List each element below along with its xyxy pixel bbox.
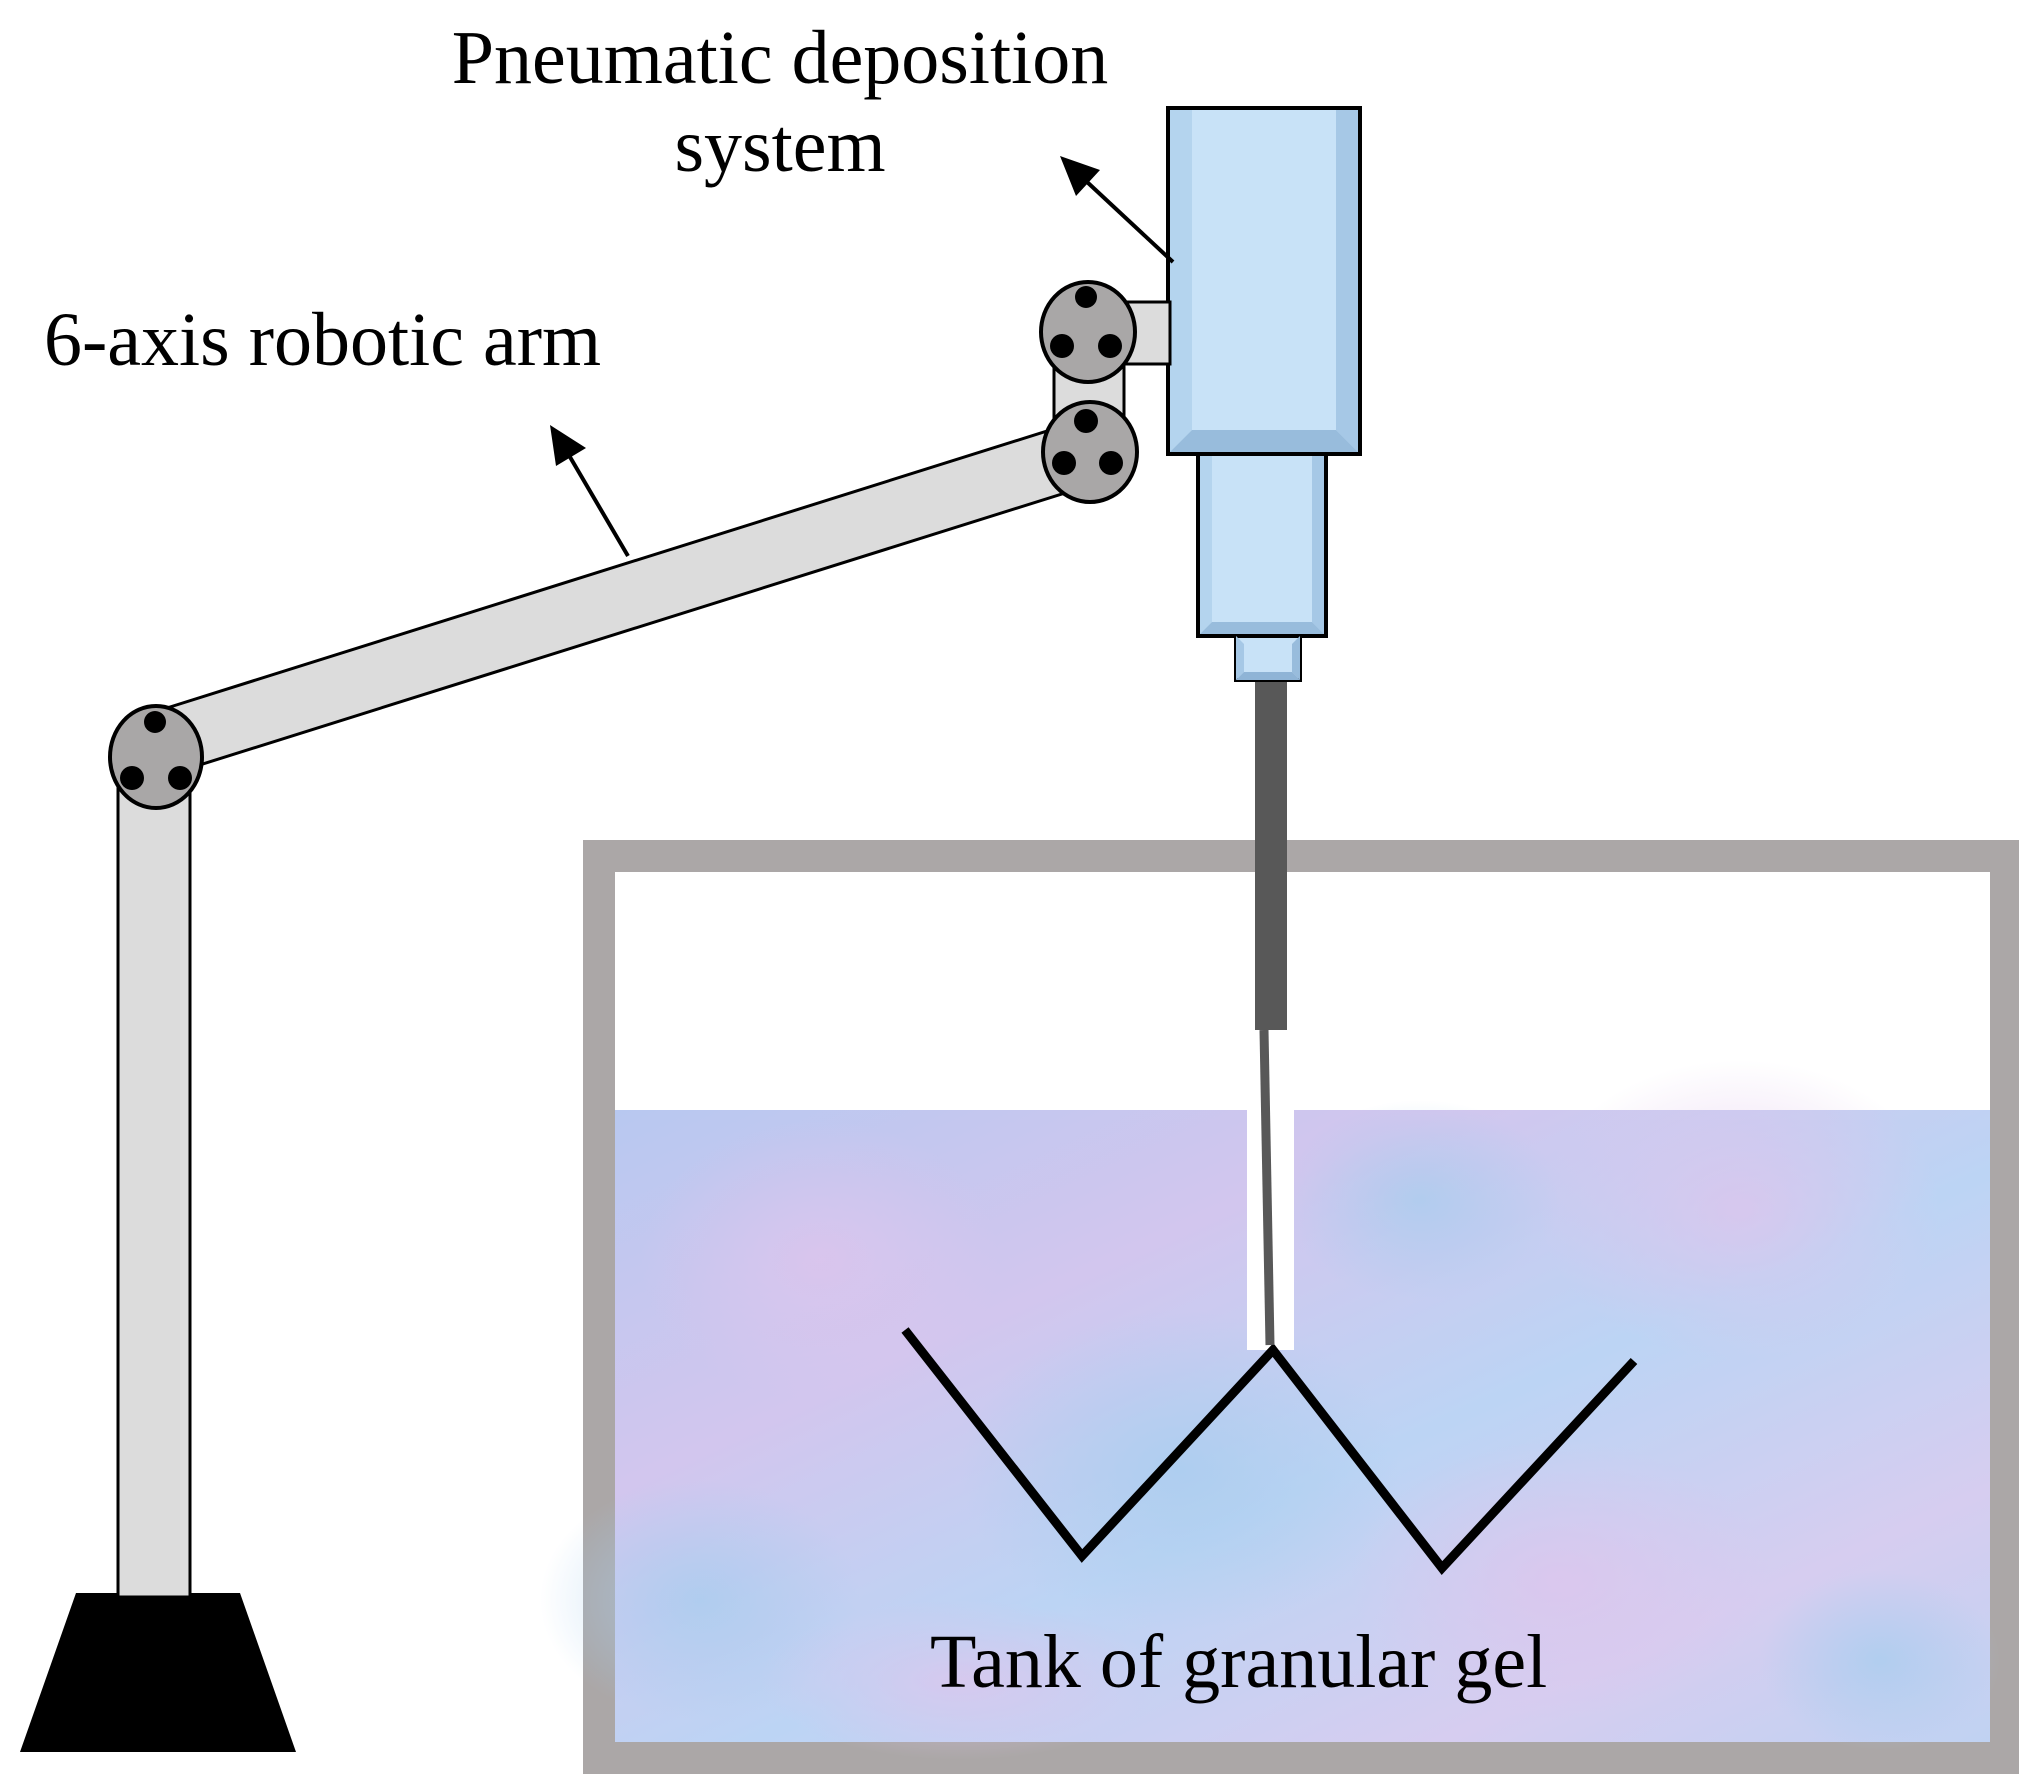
printed-filament [901,1327,1638,1575]
pneumatic-deposition-device [1166,106,1362,682]
arm-base [20,1593,296,1752]
robotic-arm [20,280,1172,1752]
device-syringe [1196,452,1328,638]
device-nozzle-tip [1234,634,1302,682]
arm-column [116,770,192,1599]
granular-gel [540,1060,2000,1760]
tank [540,840,2019,1774]
arrow-deposition [1060,156,1175,264]
arm-joint-elbow [1041,400,1139,504]
arm-upper-link [168,418,1102,770]
label-deposition-line1: Pneumatic deposition [451,16,1109,100]
label-deposition-line2: system [674,104,886,188]
label-robotic-arm: 6-axis robotic arm [44,298,602,382]
nozzle-needle [1255,682,1287,1346]
arm-joint-wrist [1039,280,1137,384]
arm-joint-shoulder [108,704,204,810]
label-tank: Tank of granular gel [930,1620,1548,1704]
arrow-robotic-arm [550,425,630,558]
tank-wall [583,840,2019,1774]
device-housing [1166,106,1362,456]
label-pneumatic-deposition-system: Pneumatic deposition system [360,14,1200,190]
